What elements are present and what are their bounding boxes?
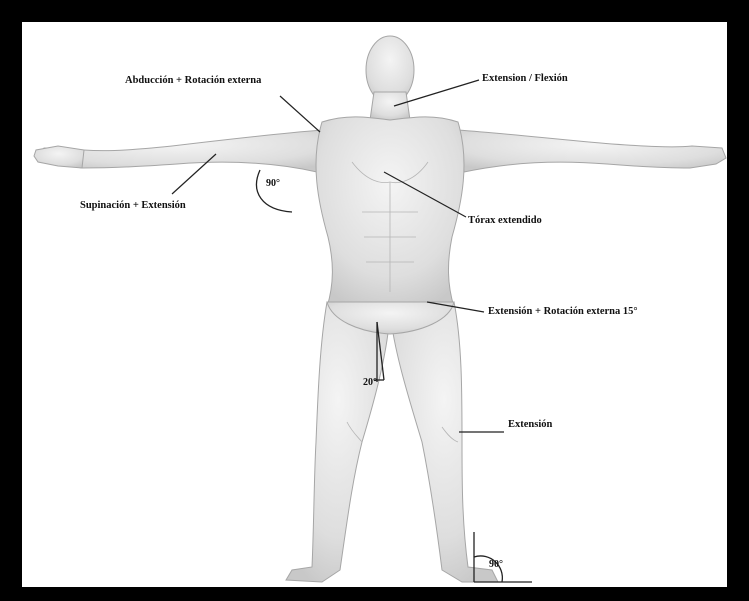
- angle-label-hip: 20°: [363, 377, 377, 388]
- label-extension: Extensión: [508, 419, 552, 431]
- label-abduccion: Abducción + Rotación externa: [125, 75, 261, 87]
- anatomical-figure: [22, 22, 727, 587]
- shoulder-angle-arc: [257, 170, 292, 212]
- leader-abduccion: [280, 96, 320, 132]
- label-extension-flexion: Extension / Flexión: [482, 73, 568, 85]
- label-rotacion-15: Extensión + Rotación externa 15°: [488, 306, 638, 318]
- left-hand: [34, 146, 84, 168]
- label-supinacion: Supinación + Extensión: [80, 200, 186, 212]
- left-leg: [286, 302, 390, 582]
- label-torax: Tórax extendido: [468, 215, 542, 227]
- diagram-panel: Abducción + Rotación externa Extension /…: [22, 22, 727, 587]
- right-arm: [458, 130, 726, 172]
- right-leg: [390, 302, 498, 582]
- neck: [370, 92, 410, 120]
- angle-label-shoulder: 90°: [266, 178, 280, 189]
- angle-label-ankle: 90°: [489, 559, 503, 570]
